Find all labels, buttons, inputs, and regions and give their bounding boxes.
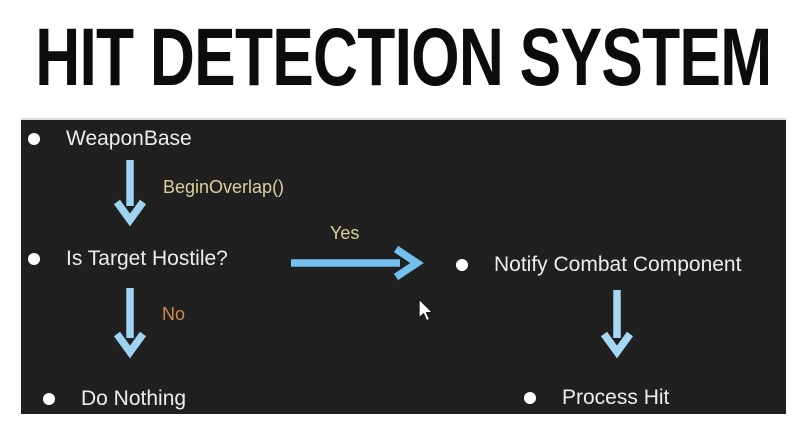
bullet-icon — [28, 253, 40, 265]
slide-header: HIT DETECTION SYSTEM — [0, 8, 807, 108]
mouse-cursor-icon — [418, 298, 434, 322]
node-label: Notify Combat Component — [494, 253, 742, 276]
page-title: HIT DETECTION SYSTEM — [35, 12, 772, 103]
edge-label-no: No — [162, 304, 186, 324]
node-label: Is Target Hostile? — [66, 247, 228, 270]
bullet-icon — [28, 133, 40, 145]
arrow-down-no — [113, 288, 147, 359]
edge-label-beginoverlap: BeginOverlap() — [163, 177, 285, 197]
node-is-target-hostile: Is Target Hostile? — [28, 246, 228, 272]
flowchart-panel: WeaponBase Is Target Hostile? Notify Com… — [21, 118, 786, 414]
bullet-icon — [524, 392, 536, 404]
bullet-icon — [43, 393, 55, 405]
node-do-nothing: Do Nothing — [43, 386, 186, 412]
arrow-down-beginoverlap — [113, 160, 147, 227]
arrow-down-process — [600, 290, 634, 359]
node-label: WeaponBase — [66, 127, 192, 150]
bullet-icon — [456, 259, 468, 271]
arrow-right-yes — [291, 245, 424, 281]
node-label: Do Nothing — [81, 387, 187, 410]
node-weaponbase: WeaponBase — [28, 126, 192, 152]
node-notify-combat-component: Notify Combat Component — [456, 252, 741, 278]
node-label: Process Hit — [562, 386, 670, 409]
node-process-hit: Process Hit — [524, 385, 669, 411]
edge-label-yes: Yes — [330, 223, 360, 243]
